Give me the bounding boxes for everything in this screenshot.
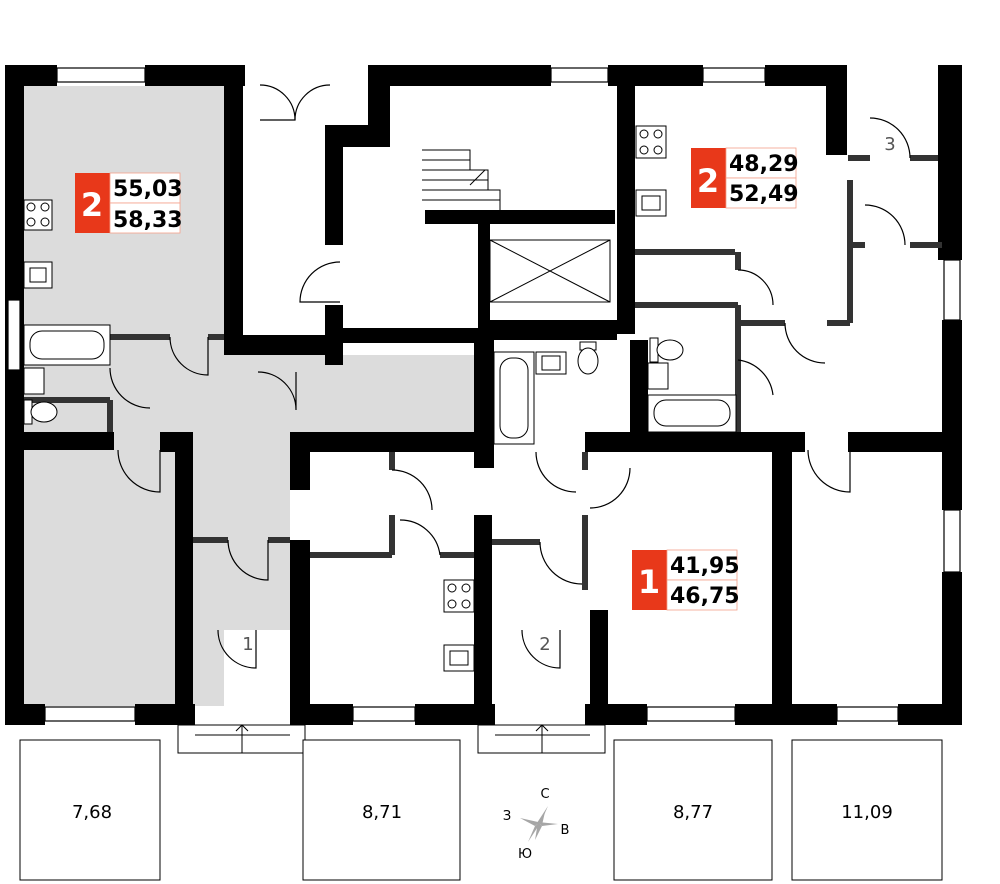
stove-icon — [635, 125, 667, 159]
terrace-area: 7,68 — [72, 802, 112, 823]
stove-icon — [23, 199, 53, 231]
terrace-area: 8,77 — [673, 802, 713, 823]
apartment-area-total: 46,75 — [670, 584, 740, 609]
apartment-badge-0: 2 55,03 58,33 — [75, 172, 183, 234]
entrance-number: 2 — [539, 634, 550, 655]
toilet-icon — [23, 337, 684, 425]
doors — [109, 84, 911, 669]
compass-north: С — [540, 787, 549, 802]
interior-walls — [24, 65, 962, 725]
apartment-badge-1: 2 48,29 52,49 — [691, 147, 799, 209]
apartment-area-total: 58,33 — [113, 208, 183, 233]
porches — [177, 724, 606, 754]
compass-rose-icon — [520, 806, 558, 842]
apartment-rooms: 1 — [638, 563, 660, 601]
apartment-area-living: 48,29 — [729, 152, 799, 177]
apartment-area-living: 55,03 — [113, 177, 183, 202]
sink-icon — [23, 189, 669, 672]
partitions — [24, 155, 942, 590]
apartment-badge-2: 1 41,95 46,75 — [632, 549, 740, 611]
bathtub-icon — [23, 324, 737, 445]
compass-south: Ю — [518, 847, 532, 862]
entrance-number: 3 — [884, 134, 895, 155]
terrace-area: 11,09 — [841, 802, 893, 823]
apartment-rooms: 2 — [697, 162, 719, 200]
terraces — [19, 739, 943, 881]
compass-east: В — [561, 823, 570, 838]
apartment-rooms: 2 — [81, 186, 103, 224]
compass-west: З — [503, 809, 511, 824]
staircase — [422, 149, 611, 303]
terrace-area: 8,71 — [362, 802, 402, 823]
entrance-number: 1 — [242, 634, 253, 655]
apartment-area-total: 52,49 — [729, 182, 799, 207]
stove-icon — [443, 579, 475, 613]
apartment-area-living: 41,95 — [670, 554, 740, 579]
windows — [7, 67, 961, 722]
